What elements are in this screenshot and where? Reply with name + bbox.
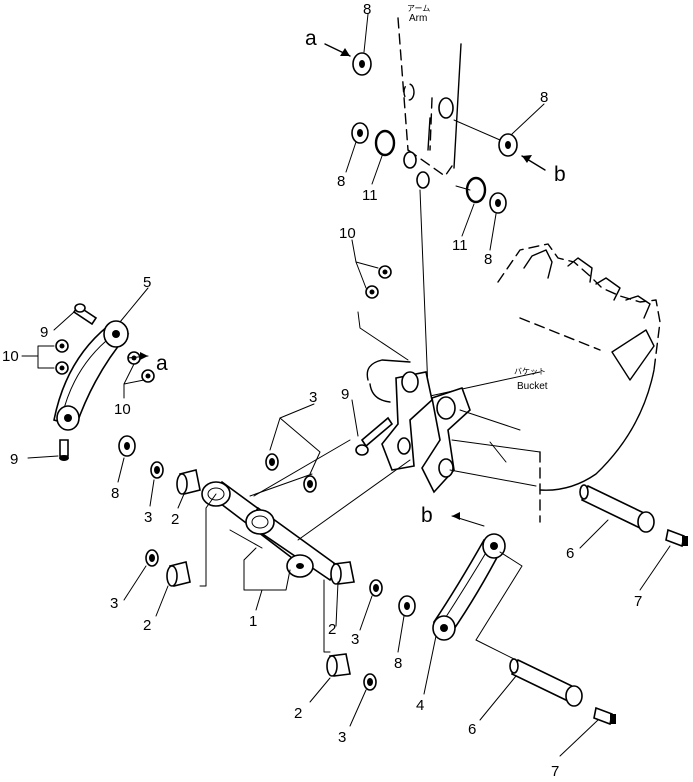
ref-a-top: a	[305, 27, 317, 50]
arm-label-en: Arm	[409, 13, 427, 24]
grease-fitting-7-lower	[593, 706, 616, 726]
callout-3-b: 3	[110, 595, 118, 612]
callout-leaders	[21, 13, 671, 757]
callout-8-left: 8	[337, 173, 345, 190]
arm-pin-boss-left	[403, 151, 417, 169]
ref-a-left: a	[156, 352, 168, 375]
callout-7-lower: 7	[551, 763, 559, 780]
bucket-bracket-left	[381, 371, 433, 471]
callout-3-f: 3	[338, 729, 346, 746]
bucket-label-jp: バケット	[514, 367, 546, 376]
callout-11-left: 11	[362, 187, 378, 204]
bolt-9-center	[360, 416, 394, 448]
bucket-assembly	[366, 243, 661, 523]
callout-10-left: 10	[2, 348, 19, 365]
ref-b-lower: b	[421, 504, 433, 527]
o-ring-11-right	[465, 176, 487, 204]
callout-8-lower: 8	[484, 251, 492, 268]
link-5	[53, 320, 130, 431]
callout-1: 1	[249, 613, 257, 630]
callout-11-right: 11	[452, 237, 468, 254]
callout-6-lower: 6	[468, 721, 476, 738]
callout-9-center: 9	[341, 386, 349, 403]
bolt-9-lower-left	[59, 439, 69, 457]
callout-8-mid-left: 8	[111, 485, 119, 502]
callout-5: 5	[143, 274, 151, 291]
link-4	[432, 533, 506, 641]
callout-2-a: 2	[171, 511, 179, 528]
pin-6-upper	[579, 484, 655, 533]
bucket-bracket-right	[421, 386, 471, 494]
link-assembly-1	[201, 480, 340, 582]
callout-10-center: 10	[339, 225, 356, 242]
callout-8-lower-center: 8	[394, 655, 402, 672]
arm-assembly	[397, 17, 462, 391]
pin-6-lower	[509, 658, 583, 707]
grease-fitting-7-upper	[665, 528, 688, 548]
callout-4: 4	[416, 697, 424, 714]
bucket-label-en: Bucket	[517, 381, 548, 392]
callout-3-a: 3	[144, 509, 152, 526]
callout-3-e: 3	[351, 631, 359, 648]
callout-2-b: 2	[143, 617, 151, 634]
callout-10-lower: 10	[114, 401, 131, 418]
callout-9-upper-left: 9	[40, 324, 48, 341]
callout-8-right: 8	[540, 89, 548, 106]
callout-6-upper: 6	[566, 545, 574, 562]
callout-2-d: 2	[294, 705, 302, 722]
arm-label-jp: アーム	[407, 4, 430, 13]
callout-9-lower-left: 9	[10, 451, 18, 468]
callout-3-upper: 3	[309, 389, 317, 406]
ref-b-top: b	[554, 163, 566, 186]
callout-8-top: 8	[363, 1, 371, 18]
callout-7-upper: 7	[634, 593, 642, 610]
callout-2-c: 2	[328, 621, 336, 638]
arm-pin-boss-right	[438, 97, 454, 119]
o-ring-11-left	[374, 129, 396, 157]
